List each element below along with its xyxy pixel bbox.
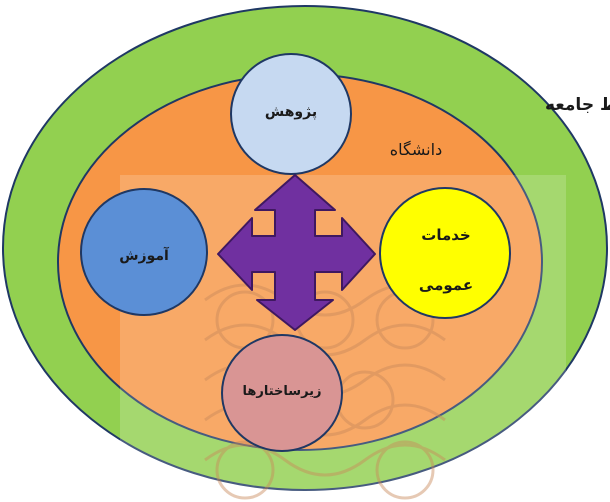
education-node xyxy=(80,188,208,316)
education-label: آموزش xyxy=(119,246,170,264)
society-label: محیط جامعه xyxy=(545,95,610,115)
public-services-label-line1: خدمات xyxy=(421,226,470,244)
four-way-arrow-icon xyxy=(217,174,376,331)
university-label: دانشگاه xyxy=(390,140,442,159)
research-node xyxy=(230,53,352,175)
infrastructure-node xyxy=(221,334,343,452)
infrastructure-label: زیرساختارها xyxy=(242,384,321,399)
public-services-label-line2: عمومی xyxy=(419,276,473,294)
research-label: پژوهش xyxy=(265,104,317,120)
public-services-node xyxy=(379,187,511,319)
